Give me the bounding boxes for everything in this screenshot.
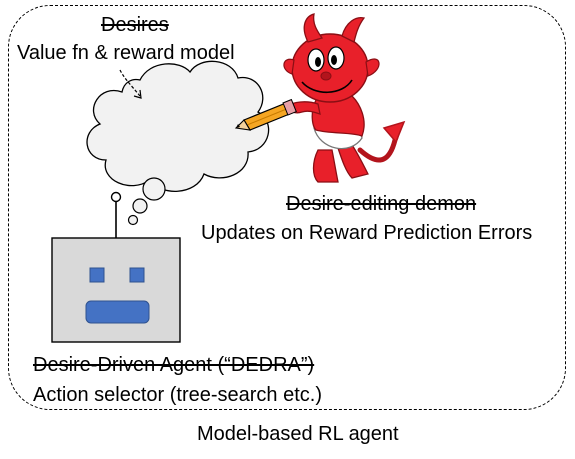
demon-title: Desire-editing demon: [286, 193, 477, 215]
robot-mouth: [85, 300, 150, 324]
robot-left-eye: [89, 267, 105, 283]
desires-title: Desires: [101, 14, 169, 36]
robot-right-eye: [129, 267, 145, 283]
agent-title: Desire-Driven Agent (“DEDRA”): [33, 354, 315, 376]
demon-tail-tip: [382, 120, 406, 144]
thought-bubble-large: [142, 177, 166, 201]
robot-antenna-tip: [110, 191, 122, 203]
thought-cloud: [86, 60, 270, 226]
thought-bubble-medium: [132, 198, 148, 214]
thought-bubble-small: [127, 214, 139, 226]
desires-subtitle: Value fn & reward model: [17, 42, 235, 64]
demon-illustration: [234, 13, 406, 183]
pointer-arrow: [119, 69, 142, 99]
boundary-label: Model-based RL agent: [197, 423, 399, 445]
pencil-icon: [234, 98, 297, 131]
model-based-rl-agent-boundary: [8, 5, 566, 410]
robot-face: [51, 237, 181, 343]
robot-agent: [51, 191, 181, 343]
demon-left-horn: [303, 13, 324, 43]
demon-right-horn: [341, 16, 366, 43]
demon-grin: [301, 79, 353, 93]
demon-subtitle: Updates on Reward Prediction Errors: [201, 222, 533, 244]
agent-subtitle: Action selector (tree-search etc.): [33, 384, 322, 406]
